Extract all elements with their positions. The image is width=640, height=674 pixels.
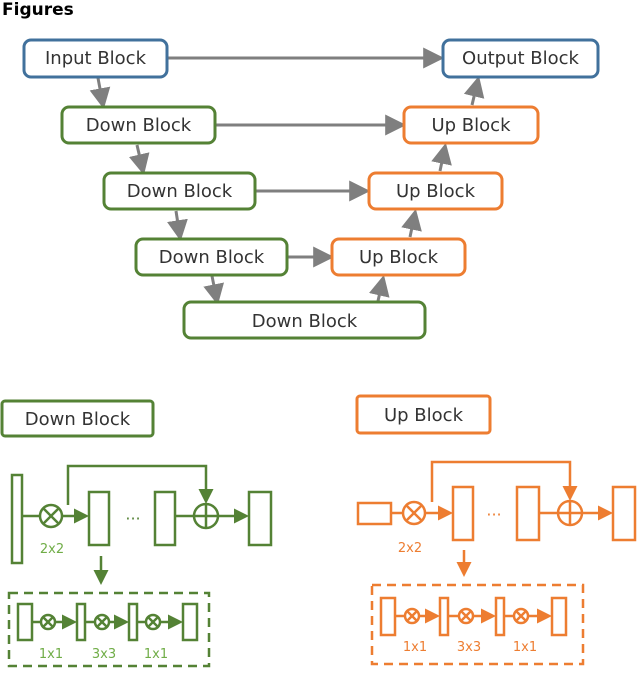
down-conv-label-1: 1x1 [39,647,63,662]
up-input-tensor [356,501,393,526]
unet-arrows [89,47,485,306]
up-block-1: Up Block [402,105,540,145]
up-conv-label-3: 1x1 [513,640,537,655]
down-ellipsis: ··· [125,509,140,528]
up-conv-tensor-2 [438,596,450,637]
down-skip-connection [66,464,214,505]
down-conv-tensor-3 [127,602,139,642]
up-skip-connection [430,460,578,502]
arrow-down2-to-down3 [167,210,188,242]
up-block-2: Up Block [367,171,504,211]
output-block-label: Output Block [462,48,580,69]
up-block-2-label: Up Block [396,181,476,202]
up-conv-label-2: 3x3 [457,640,481,655]
up-conv-tensor-1 [379,596,397,637]
down-block-4-label: Down Block [252,311,358,332]
down-block-detail: Down Block 2x2 ··· [0,399,273,668]
down-block-3-label: Down Block [159,247,265,268]
input-block: Input Block [22,38,169,79]
arrow-up1-to-output [463,75,485,106]
down-detail-title-box [0,399,155,438]
up-tensor-2 [515,485,541,542]
down-block-2: Down Block [102,171,257,211]
page-title: Figures [2,0,74,20]
arrow-down4-to-up3 [369,274,390,302]
down-output-tensor [247,490,273,547]
down-block-3: Down Block [134,237,289,277]
up-block-3: Up Block [330,237,467,277]
down-conv-tensor-1 [16,602,34,642]
arrow-down3-to-down4 [203,275,225,306]
up-output-tensor [611,485,637,542]
arrow-input-to-down1 [89,77,111,110]
down-conv-label-3: 1x1 [144,647,168,662]
down-tensor-2 [153,490,177,547]
up-block-1-label: Up Block [431,115,511,136]
down-conv-tensor-4 [181,602,199,642]
up-conv-detail-box [370,583,585,666]
up-detail-title-box [355,394,492,435]
up-conv-tensor-3 [494,596,506,637]
down-tensor-1 [87,490,111,547]
input-block-label: Input Block [45,48,147,69]
down-pool-scale: 2x2 [40,542,64,557]
up-conv-tensor-4 [550,596,568,637]
arrow-down1-to-down2 [128,144,150,176]
down-block-1-label: Down Block [86,115,192,136]
down-block-4: Down Block [182,300,427,340]
up-ellipsis: ··· [486,505,501,524]
up-block-detail: Up Block 2x2 ··· [355,394,637,666]
down-conv-tensor-2 [75,602,87,642]
arrow-up3-to-up2 [401,208,422,238]
down-detail-title: Down Block [25,409,131,430]
down-block-1: Down Block [60,105,217,145]
arrow-up2-to-up1 [431,142,452,172]
up-sample-scale: 2x2 [398,541,422,556]
up-tensor-1 [451,485,475,542]
up-detail-title: Up Block [384,405,464,426]
up-conv-label-1: 1x1 [403,640,427,655]
down-input-tensor [10,473,24,565]
up-block-3-label: Up Block [359,247,439,268]
output-block: Output Block [441,38,600,79]
down-block-2-label: Down Block [127,181,233,202]
down-conv-label-2: 3x3 [92,647,116,662]
